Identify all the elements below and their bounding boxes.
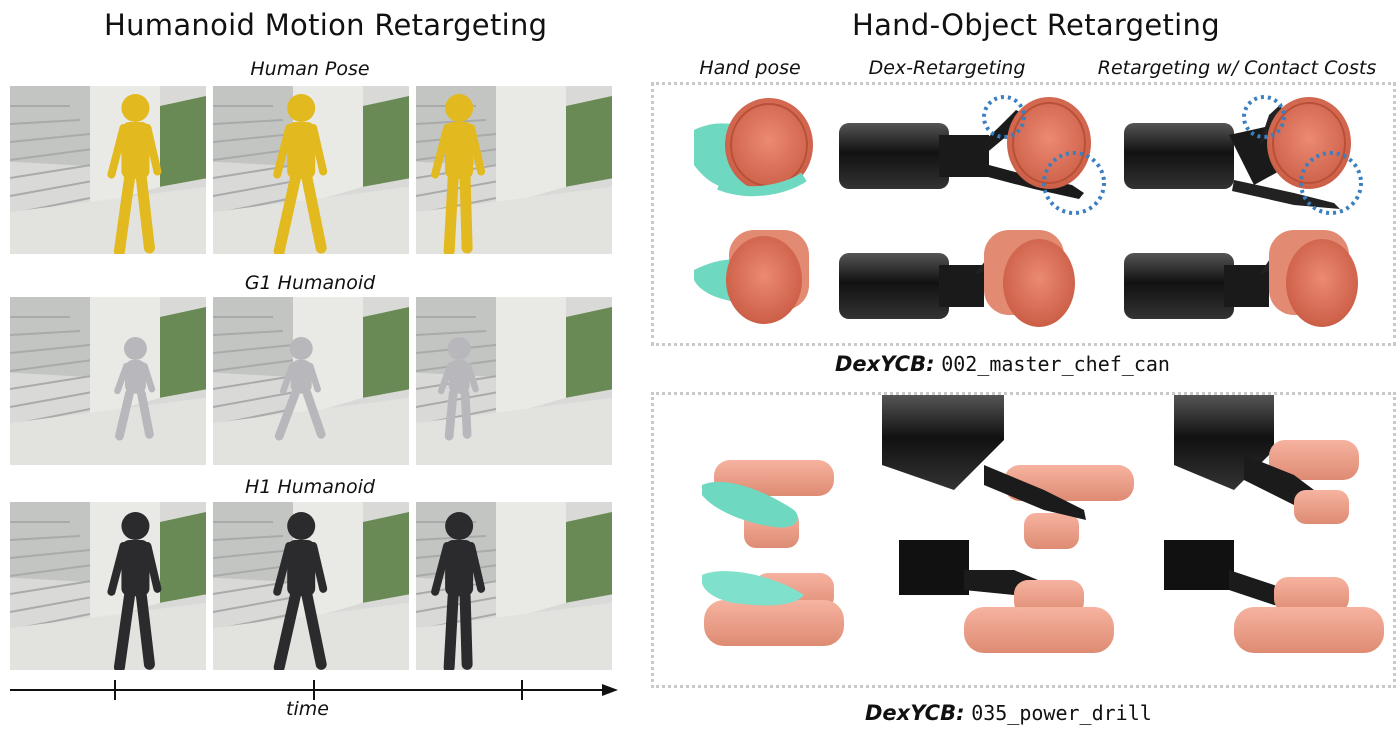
- dex-retarget-render-2: [839, 230, 1075, 327]
- contact-circle-icon: [1042, 151, 1106, 215]
- hand-pose-drill-render-2: [702, 571, 844, 646]
- col-label-contact-costs: Retargeting w/ Contact Costs: [1097, 57, 1377, 79]
- hand-pose-render-1: [694, 98, 813, 197]
- right-title: Hand-Object Retargeting: [852, 8, 1220, 42]
- panel1-renders: [694, 95, 1363, 327]
- contact-retarget-drill-render-1: [1174, 395, 1359, 524]
- panel2-dataset: DexYCB:: [865, 701, 965, 725]
- col-label-hand-pose: Hand pose: [699, 57, 801, 79]
- dex-retarget-render-1: [839, 95, 1106, 215]
- panel2-caption: DexYCB: 035_power_drill: [865, 701, 1152, 725]
- contact-retarget-render-1: [1124, 95, 1363, 215]
- time-label: time: [286, 698, 329, 720]
- panel2-renders: [702, 395, 1384, 653]
- contact-circle-icon: [1299, 151, 1363, 215]
- contact-retarget-render-2: [1124, 230, 1358, 327]
- frame-g1-1: [10, 297, 206, 465]
- time-axis: [10, 680, 618, 700]
- panel1-dataset: DexYCB:: [835, 352, 935, 376]
- row-label-g1: G1 Humanoid: [244, 272, 376, 294]
- frame-human-3: [416, 86, 612, 254]
- dex-retarget-drill-render-2: [899, 540, 1114, 653]
- hand-pose-drill-render-1: [702, 460, 834, 548]
- frame-h1-1: [10, 502, 206, 670]
- contact-circle-icon: [982, 95, 1026, 139]
- hand-pose-render-2: [694, 230, 809, 324]
- panel1-caption: DexYCB: 002_master_chef_can: [835, 352, 1170, 376]
- panel-power-drill: [651, 392, 1396, 688]
- contact-circle-icon: [1242, 95, 1286, 139]
- frame-g1-2: [213, 297, 409, 465]
- frame-human-2: [213, 86, 409, 254]
- panel-master-chef-can: [651, 82, 1396, 346]
- panel2-object: 035_power_drill: [971, 701, 1152, 725]
- frame-human-1: [10, 86, 206, 254]
- panel1-object: 002_master_chef_can: [941, 352, 1170, 376]
- frame-h1-2: [213, 502, 409, 670]
- row-label-human: Human Pose: [250, 58, 370, 80]
- frame-h1-3: [416, 502, 612, 670]
- time-arrow-icon: [602, 684, 618, 696]
- col-label-dex-retargeting: Dex-Retargeting: [868, 57, 1026, 79]
- contact-retarget-drill-render-2: [1164, 540, 1384, 653]
- frame-g1-3: [416, 297, 612, 465]
- left-title: Humanoid Motion Retargeting: [104, 8, 548, 42]
- row-label-h1: H1 Humanoid: [245, 476, 375, 498]
- dex-retarget-drill-render-1: [882, 395, 1134, 549]
